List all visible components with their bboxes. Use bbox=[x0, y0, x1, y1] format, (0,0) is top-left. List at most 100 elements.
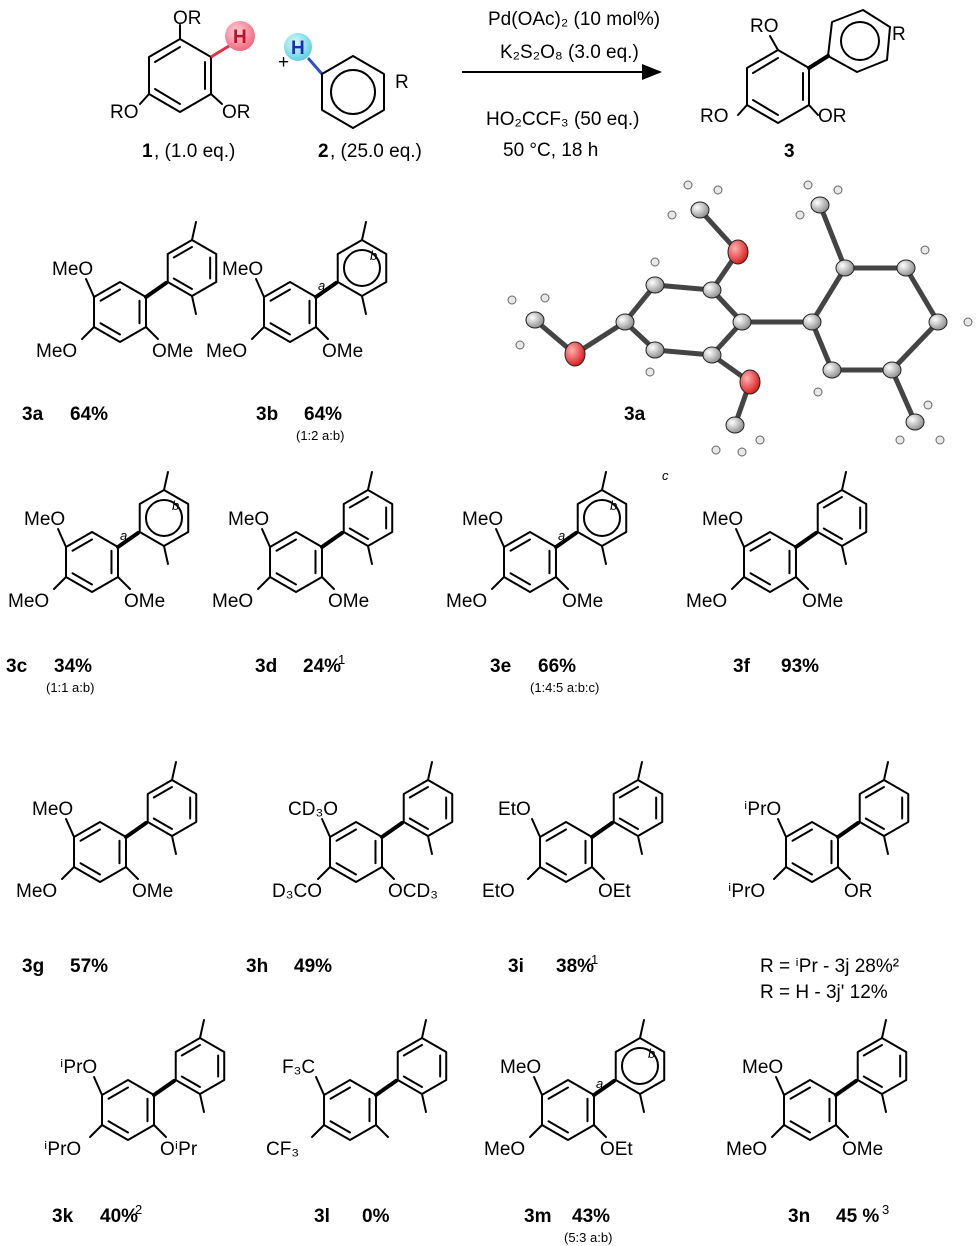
aromatic-circle bbox=[144, 499, 183, 537]
xray-atom bbox=[725, 416, 745, 434]
substituent-top: ⁱPrO bbox=[744, 799, 781, 820]
bond bbox=[360, 221, 367, 241]
bond bbox=[317, 866, 332, 880]
substituent-left: ⁱPrO bbox=[728, 881, 765, 902]
ring-bonds bbox=[329, 821, 383, 883]
bond bbox=[116, 576, 131, 590]
bond bbox=[360, 295, 367, 315]
bond bbox=[170, 835, 177, 855]
substituent-right: OEt bbox=[600, 1139, 633, 1160]
compound-label: 3c bbox=[6, 656, 28, 677]
double-bond bbox=[862, 1044, 883, 1057]
xray-atom bbox=[564, 341, 586, 367]
xray-hydrogen bbox=[795, 210, 805, 220]
ring-bonds bbox=[342, 489, 394, 547]
substituent-top: MeO bbox=[702, 509, 743, 530]
substituent-top: MeO bbox=[500, 1057, 541, 1078]
double-bond bbox=[789, 1120, 811, 1134]
bond bbox=[65, 818, 76, 838]
double-bond bbox=[822, 496, 843, 509]
bond bbox=[251, 326, 266, 340]
double-bond bbox=[791, 862, 813, 876]
bond bbox=[731, 576, 746, 590]
isomer-ratio: (1:2 a:b) bbox=[296, 428, 344, 443]
bond bbox=[835, 821, 860, 839]
bond bbox=[320, 576, 335, 590]
compound-label: 3a bbox=[22, 404, 44, 425]
bond bbox=[591, 1079, 616, 1097]
bond bbox=[143, 281, 168, 299]
xray-atom bbox=[732, 313, 752, 331]
bond bbox=[638, 1019, 645, 1039]
isomer-ratio: (1:4:5 a:b:c) bbox=[530, 680, 599, 695]
double-bond bbox=[329, 1086, 351, 1100]
double-bond bbox=[509, 538, 531, 552]
bond bbox=[420, 1019, 427, 1039]
yield-value: 40% bbox=[100, 1206, 138, 1227]
bond bbox=[833, 1079, 858, 1097]
double-bond bbox=[864, 786, 885, 799]
substituent-right: OEt bbox=[598, 881, 631, 902]
bond bbox=[374, 1124, 389, 1138]
ring-bonds bbox=[93, 281, 147, 343]
bond bbox=[144, 326, 159, 340]
double-bond bbox=[329, 1120, 351, 1134]
compound-label: 3e bbox=[490, 656, 511, 677]
substituent-right: OR bbox=[844, 881, 873, 902]
footnote-marker: 1 bbox=[591, 952, 598, 967]
double-bond bbox=[618, 786, 639, 799]
bond bbox=[527, 866, 542, 880]
reactant1-right-substituent: OR bbox=[222, 102, 251, 123]
double-bond bbox=[791, 828, 813, 842]
compound-label: 3d bbox=[255, 656, 277, 677]
ring-bonds bbox=[263, 281, 317, 343]
bond bbox=[53, 576, 68, 590]
bond bbox=[589, 821, 614, 839]
substituent-top: MeO bbox=[52, 259, 93, 280]
xray-atom bbox=[739, 369, 761, 395]
xray-bond bbox=[903, 266, 941, 324]
substituent-left: D₃CO bbox=[272, 881, 322, 902]
ring-bonds bbox=[816, 489, 868, 547]
bond bbox=[313, 281, 338, 299]
ring-bonds bbox=[138, 489, 190, 547]
double-bond bbox=[749, 572, 771, 586]
xray-hydrogen bbox=[645, 367, 655, 377]
substituent-right: OMe bbox=[124, 591, 165, 612]
ring-bonds bbox=[402, 779, 454, 837]
substituent-left: MeO bbox=[686, 591, 727, 612]
ring-bonds bbox=[166, 239, 218, 297]
bond bbox=[840, 471, 847, 491]
reaction-conditions: Pd(OAc)₂ (10 mol%) K₂S₂O₈ (3.0 eq.) HO₂C… bbox=[462, 9, 662, 161]
xray-hydrogen bbox=[813, 387, 823, 397]
yield-value: 43% bbox=[572, 1206, 610, 1227]
bond bbox=[190, 221, 197, 241]
footnote-marker: 2 bbox=[135, 1202, 142, 1217]
double-bond bbox=[335, 828, 357, 842]
bond bbox=[880, 1093, 887, 1113]
substituent-right: OMe bbox=[802, 591, 843, 612]
xray-atom bbox=[525, 311, 545, 329]
bond bbox=[311, 1124, 326, 1138]
double-bond bbox=[180, 1044, 201, 1057]
compound-label: 3n bbox=[788, 1206, 810, 1227]
bond bbox=[793, 531, 818, 549]
substituent-right: OMe bbox=[842, 1139, 883, 1160]
catalyst: Pd(OAc)₂ (10 mol%) bbox=[488, 9, 660, 30]
xray-hydrogen bbox=[667, 210, 677, 220]
double-bond bbox=[99, 288, 121, 302]
temperature-time: 50 °C, 18 h bbox=[503, 140, 598, 161]
bond bbox=[554, 576, 569, 590]
bond bbox=[882, 761, 889, 781]
ring-bonds bbox=[65, 531, 119, 593]
ring-bonds bbox=[269, 531, 323, 593]
substituent-top: MeO bbox=[742, 1057, 783, 1078]
regio-label-a: a bbox=[120, 528, 127, 543]
xray-hydrogen bbox=[920, 245, 930, 255]
footnote-marker: 3 bbox=[882, 1202, 889, 1217]
reactant2-substituent: R bbox=[395, 72, 409, 93]
